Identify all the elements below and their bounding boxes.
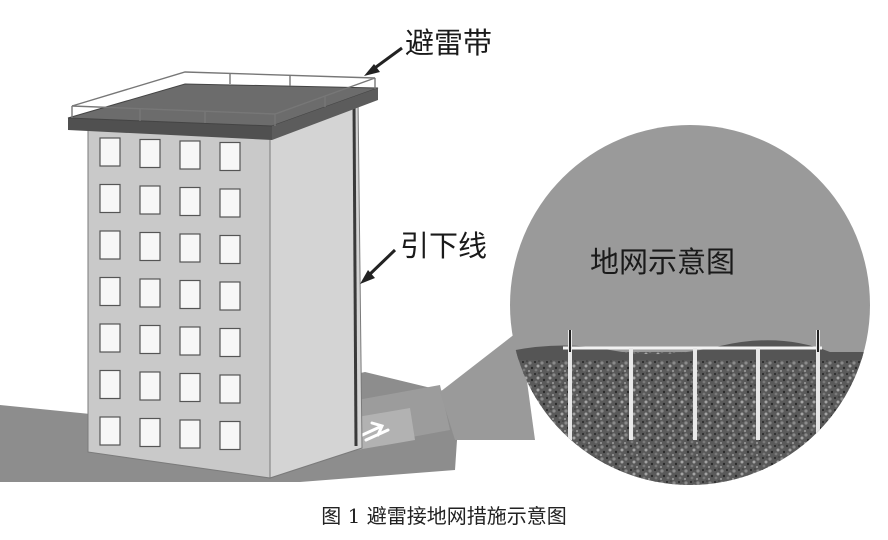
figure-caption: 图 1 避雷接地网措施示意图: [321, 504, 567, 528]
window: [99, 137, 121, 167]
window: [99, 416, 121, 446]
window: [179, 186, 201, 217]
window: [139, 231, 161, 262]
grounding-grid: [563, 330, 822, 440]
building-side-wall: [269, 97, 363, 479]
label-grounding-grid: 地网示意图: [590, 245, 736, 279]
window: [139, 417, 161, 448]
down-conductor-wire: [352, 101, 358, 447]
roof-side-edge: [272, 88, 378, 140]
window: [219, 420, 241, 451]
label-lightning-belt: 避雷带: [405, 26, 493, 60]
window: [219, 327, 241, 358]
window: [139, 185, 161, 215]
window: [179, 233, 201, 263]
window: [179, 140, 201, 170]
lightning-belt-railing: [71, 71, 376, 126]
leader-arrow-conductor: [360, 248, 397, 284]
window: [139, 138, 161, 169]
window: [139, 278, 161, 308]
window: [179, 326, 201, 356]
window: [179, 372, 201, 403]
window: [99, 230, 121, 260]
leader-arrow-belt: [364, 46, 403, 76]
window: [99, 323, 121, 353]
window: [99, 369, 121, 400]
window: [219, 141, 241, 172]
window: [99, 183, 121, 214]
windows: [99, 137, 241, 451]
window: [219, 188, 241, 218]
window: [219, 374, 241, 404]
window: [179, 419, 201, 449]
window: [139, 371, 161, 401]
label-down-conductor: 引下线: [400, 229, 488, 263]
callout-connector: [440, 330, 535, 440]
roof-edge: [68, 118, 272, 140]
window: [99, 276, 121, 307]
window: [219, 281, 241, 311]
window: [179, 279, 201, 310]
window: [139, 324, 161, 355]
window: [219, 234, 241, 265]
